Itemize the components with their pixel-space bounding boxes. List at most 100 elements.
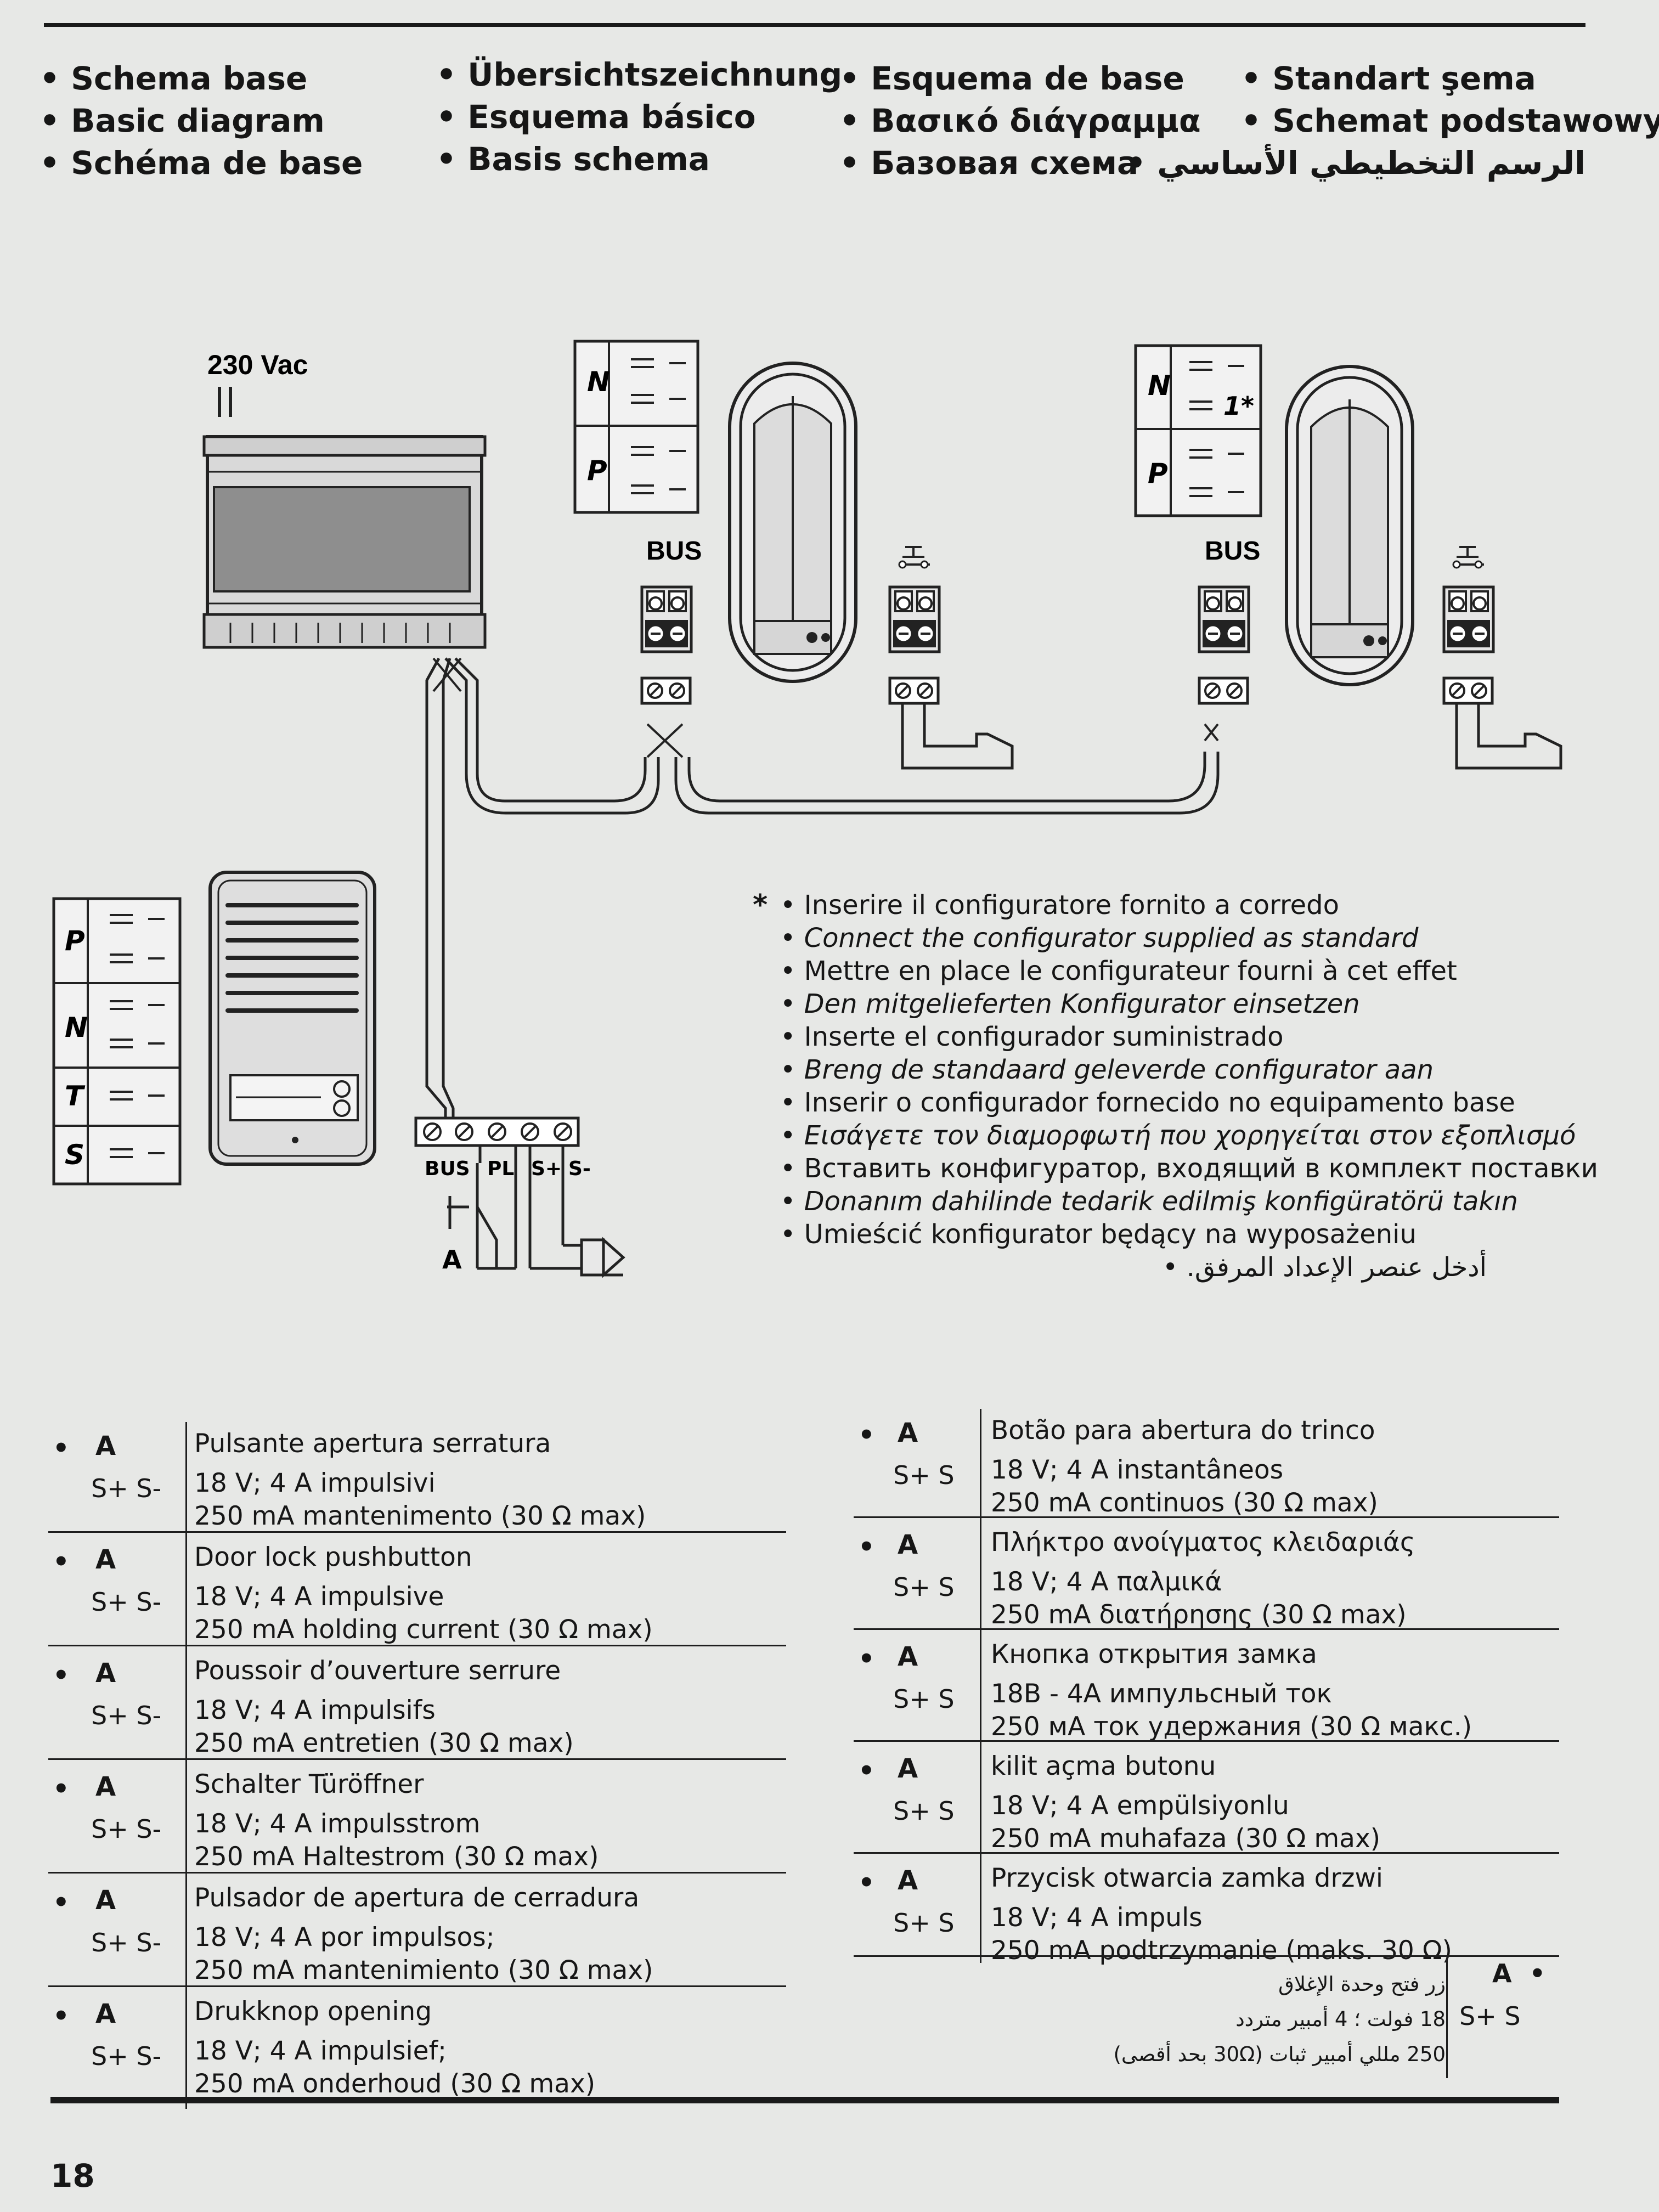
spec-bullet: • (53, 1887, 70, 1918)
wiring-diagram: 230 Vac (52, 340, 1562, 1278)
spec-bullet: • (53, 1774, 70, 1804)
pushbutton-icon (898, 546, 931, 569)
note-line: Inserire il configuratore fornito a corr… (757, 889, 1598, 922)
handset-1 (730, 363, 856, 681)
bell-terminal-2 (1444, 587, 1493, 652)
title-item: Schemat podstawowy (1207, 100, 1659, 142)
bottom-rule (50, 2097, 1559, 2103)
spec-arabic-a-text: A (1492, 1959, 1512, 1988)
pushbutton-icon (1452, 546, 1485, 569)
note-line: Donanım dahilinde tedarik edilmiş konfig… (757, 1185, 1598, 1218)
note-line: Connect the configurator supplied as sta… (757, 922, 1598, 955)
title-column-3: Esquema de base Βασικό διάγραμμα Базовая… (839, 58, 1201, 184)
note-line: Inserir o configurador fornecido no equi… (757, 1086, 1598, 1119)
spec-line: 18 V; 4 A impulsifs (194, 1695, 436, 1725)
page-number: 18 (50, 2157, 95, 2194)
spec-line: 18 V; 4 A por impulsos; (194, 1922, 495, 1953)
spec-line: Pulsador de apertura de cerradura (194, 1883, 640, 1913)
spec-code-s: S+ S (893, 1796, 955, 1826)
spec-row-divider (854, 1852, 1559, 1854)
spec-code-s: S+ S (893, 1684, 955, 1714)
title-item: الرسم التخطيطي الأساسي (1157, 142, 1585, 184)
spec-line: 18 V; 4 A παλμικά (991, 1567, 1222, 1597)
title-item: Schema base (40, 58, 363, 100)
spec-line: 250 mA Haltestrom (30 Ω max) (194, 1842, 599, 1872)
spec-code-s: S+ S- (91, 1814, 162, 1844)
spec-line: 18 V; 4 A impulsive (194, 1582, 444, 1612)
terminal-s-minus: S- (568, 1158, 591, 1180)
panel-1-p: P (587, 455, 607, 487)
title-item: Esquema básico (436, 96, 842, 138)
title-item: Базовая схема (839, 142, 1201, 184)
bus-terminal-2 (1199, 587, 1249, 652)
terminal-bus: BUS (425, 1158, 470, 1180)
spec-description: Pulsador de apertura de cerradura 18 V; 4… (194, 1882, 653, 1987)
spec-line: 250 mA continuos (30 Ω max) (991, 1488, 1378, 1518)
spec-code-a: A (95, 1431, 116, 1462)
spec-line: 18 V; 4 A empülsiyonlu (991, 1791, 1289, 1821)
spec-code-a: A (95, 1658, 116, 1689)
spec-code-a: A (95, 1999, 116, 2029)
spec-bullet: • (858, 1644, 875, 1674)
title-column-4: Standart şema Schemat podstawowy الرسم ا… (1157, 58, 1659, 184)
title-item: Schéma de base (40, 142, 363, 184)
spec-arabic-s: S+ S (1459, 2001, 1521, 2031)
spec-arabic-line: 18 فولت ؛ 4 أمبير متردد (1235, 2007, 1446, 2031)
note-line: أدخل عنصر الإعداد المرفق. (757, 1251, 1487, 1284)
spec-code-a: A (898, 1641, 918, 1672)
spec-row-divider (854, 1740, 1559, 1742)
panel-3-s: S (65, 1139, 84, 1171)
note-line: Den mitgelieferten Konfigurator einsetze… (757, 988, 1598, 1020)
spec-row-divider (48, 1758, 786, 1760)
spec-arabic-a: A • (1492, 1959, 1546, 1988)
spec-code-a: A (898, 1865, 918, 1896)
spec-line: 18В - 4А импульсный ток (991, 1679, 1332, 1709)
panel-2-n: N (1148, 370, 1171, 402)
spec-line: 250 mA holding current (30 Ω max) (194, 1615, 653, 1645)
spec-bullet: • (858, 1532, 875, 1562)
spec-code-s: S+ S- (91, 1474, 162, 1503)
spec-line: kilit açma butonu (991, 1751, 1216, 1781)
spec-line: 18 V; 4 A impulsief; (194, 2036, 447, 2066)
spec-arabic-line: زر فتح وحدة الإغلاق (1278, 1972, 1446, 1996)
panel-3-n: N (65, 1012, 88, 1043)
spec-line: 250 mA onderhoud (30 Ω max) (194, 2069, 596, 2099)
spec-row-divider (854, 1516, 1559, 1518)
spec-bullet: • (53, 2001, 70, 2032)
configurator-note: * Inserire il configuratore fornito a co… (753, 889, 1598, 1284)
title-column-2: Übersichtszeichnung Esquema básico Basis… (436, 54, 842, 180)
spec-code-s: S+ S- (91, 1928, 162, 1957)
floor-call-wiring (901, 703, 1562, 770)
spec-arabic-line: 250 مللي أمبير ثبات (30Ω بحد أقصى) (1113, 2042, 1446, 2066)
spec-line: 18 V; 4 A impulsstrom (194, 1809, 481, 1839)
spec-code-s: S+ S- (91, 1701, 162, 1730)
spec-line: Przycisk otwarcia zamka drzwi (991, 1863, 1383, 1893)
spec-code-s: S+ S (893, 1908, 955, 1938)
spec-divider-arabic (1446, 1957, 1448, 2078)
spec-bullet: • (53, 1660, 70, 1691)
spec-code-a: A (898, 1753, 918, 1784)
panel-1-n: N (587, 366, 610, 398)
bus-label-2: BUS (1205, 537, 1260, 566)
panel-1: N P (573, 340, 699, 514)
spec-code-s: S+ S (893, 1460, 955, 1490)
spec-code-a: A (898, 1418, 918, 1448)
spec-line: 250 mA διατήρησης (30 Ω max) (991, 1600, 1407, 1630)
spec-divider-left (185, 1422, 187, 2109)
spec-line: Pulsante apertura serratura (194, 1429, 551, 1459)
spec-row-divider (854, 1628, 1559, 1630)
note-line: Mettre en place le configurateur fourni … (757, 955, 1598, 988)
entrance-terminal-strip: BUS PL S+ S- A (414, 1116, 625, 1278)
